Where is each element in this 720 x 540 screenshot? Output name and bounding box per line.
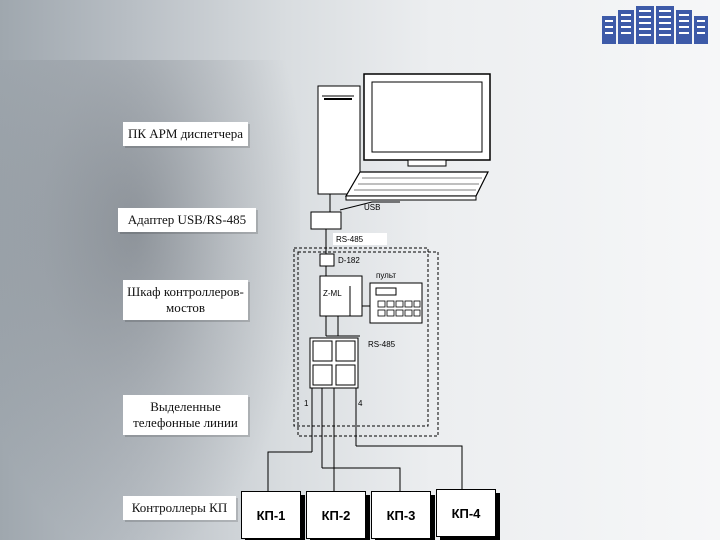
controller-kp-2: КП-2 xyxy=(306,491,366,539)
line-first-label: 1 xyxy=(304,399,309,408)
zml-label: Z-ML xyxy=(323,289,342,298)
cabinet-outline xyxy=(293,247,429,427)
controller-kp-4: КП-4 xyxy=(436,489,496,537)
building-logo-icon xyxy=(602,6,708,44)
computer-tower-icon xyxy=(317,85,361,195)
rs485-top-label: RS-485 xyxy=(336,235,364,244)
keyboard-icon xyxy=(344,171,489,201)
monitor-icon xyxy=(363,73,491,167)
d182-label: D-182 xyxy=(338,256,360,265)
usb-adapter-icon xyxy=(310,211,342,230)
controller-kp-1: КП-1 xyxy=(241,491,301,539)
line-last-label: 4 xyxy=(358,399,363,408)
usb-label: USB xyxy=(364,203,380,212)
label-lines: Выделенные телефонные линии xyxy=(123,395,248,435)
d182-module-icon xyxy=(319,253,335,267)
label-cabinet: Шкаф контроллеров-мостов xyxy=(123,280,248,320)
bridge-modules-icon xyxy=(309,337,359,389)
label-pc: ПК АРМ диспетчера xyxy=(123,122,248,146)
zml-module-icon xyxy=(319,275,363,317)
label-controllers: Контроллеры КП xyxy=(123,496,236,520)
controller-kp-3: КП-3 xyxy=(371,491,431,539)
label-adapter: Адаптер USB/RS-485 xyxy=(118,208,256,232)
pult-label: пульт xyxy=(376,271,396,280)
rs485-mid-label: RS-485 xyxy=(368,340,396,349)
